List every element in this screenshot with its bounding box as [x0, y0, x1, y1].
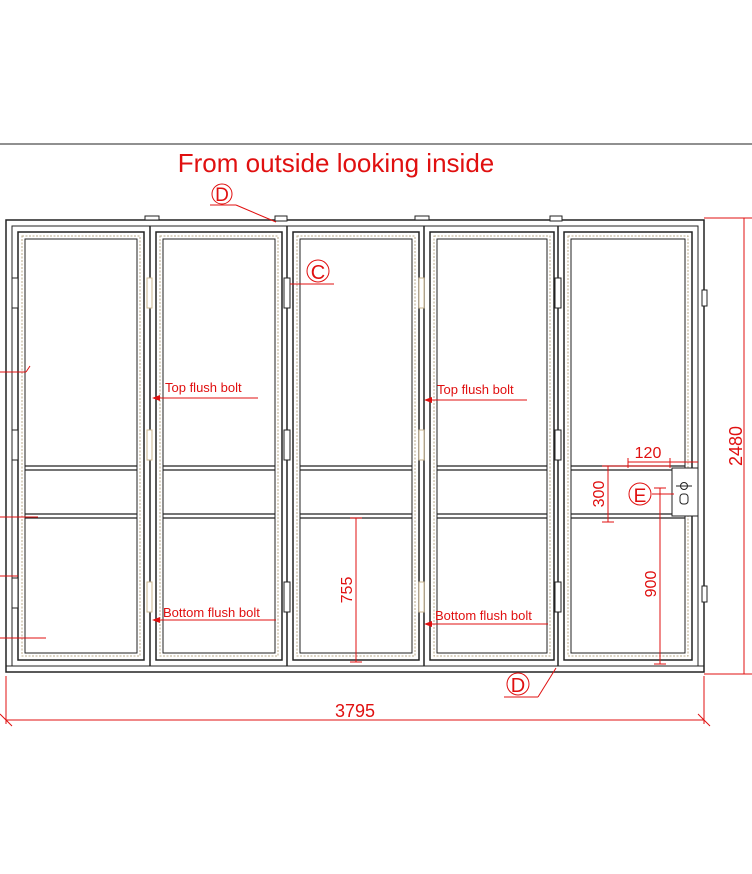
flush-bolts [146, 277, 425, 613]
door-panel [563, 231, 693, 661]
left-leader-lines [0, 365, 46, 639]
callout-d-bottom: D [504, 667, 557, 698]
callout-c: C [290, 259, 334, 285]
callout-e: E [628, 482, 674, 507]
svg-text:Bottom flush bolt: Bottom flush bolt [163, 605, 260, 620]
svg-text:D: D [511, 675, 525, 697]
label-bottom-flush-bolt-left: Bottom flush bolt [152, 605, 276, 623]
label-bottom-flush-bolt-right: Bottom flush bolt [424, 608, 548, 627]
svg-text:3795: 3795 [335, 701, 375, 721]
hinges [11, 277, 708, 613]
door-panel [155, 231, 283, 661]
svg-text:C: C [311, 262, 325, 284]
door-panel [17, 231, 145, 661]
door-panels [17, 231, 693, 661]
door-handle-lock [671, 467, 699, 517]
svg-text:300: 300 [591, 481, 608, 508]
dimension-300: 300 [591, 465, 670, 523]
dimension-3795: 3795 [0, 676, 711, 727]
label-top-flush-bolt-right: Top flush bolt [424, 382, 527, 403]
svg-text:D: D [215, 185, 229, 206]
svg-text:Top flush bolt: Top flush bolt [165, 380, 242, 395]
callout-d-top: D [210, 183, 277, 223]
svg-text:Top flush bolt: Top flush bolt [437, 382, 514, 397]
svg-text:755: 755 [339, 577, 356, 604]
label-top-flush-bolt-left: Top flush bolt [152, 380, 258, 401]
dimension-120: 120 [627, 445, 698, 468]
door-panel [429, 231, 555, 661]
dimension-755: 755 [339, 517, 362, 663]
svg-text:900: 900 [643, 571, 660, 598]
drawing-title: From outside looking inside [178, 148, 495, 178]
dimension-900: 900 [643, 487, 666, 665]
svg-text:2480: 2480 [726, 426, 746, 466]
svg-text:120: 120 [635, 445, 662, 462]
svg-text:Bottom flush bolt: Bottom flush bolt [435, 608, 532, 623]
dimension-2480: 2480 [704, 217, 752, 675]
svg-text:E: E [634, 486, 647, 507]
